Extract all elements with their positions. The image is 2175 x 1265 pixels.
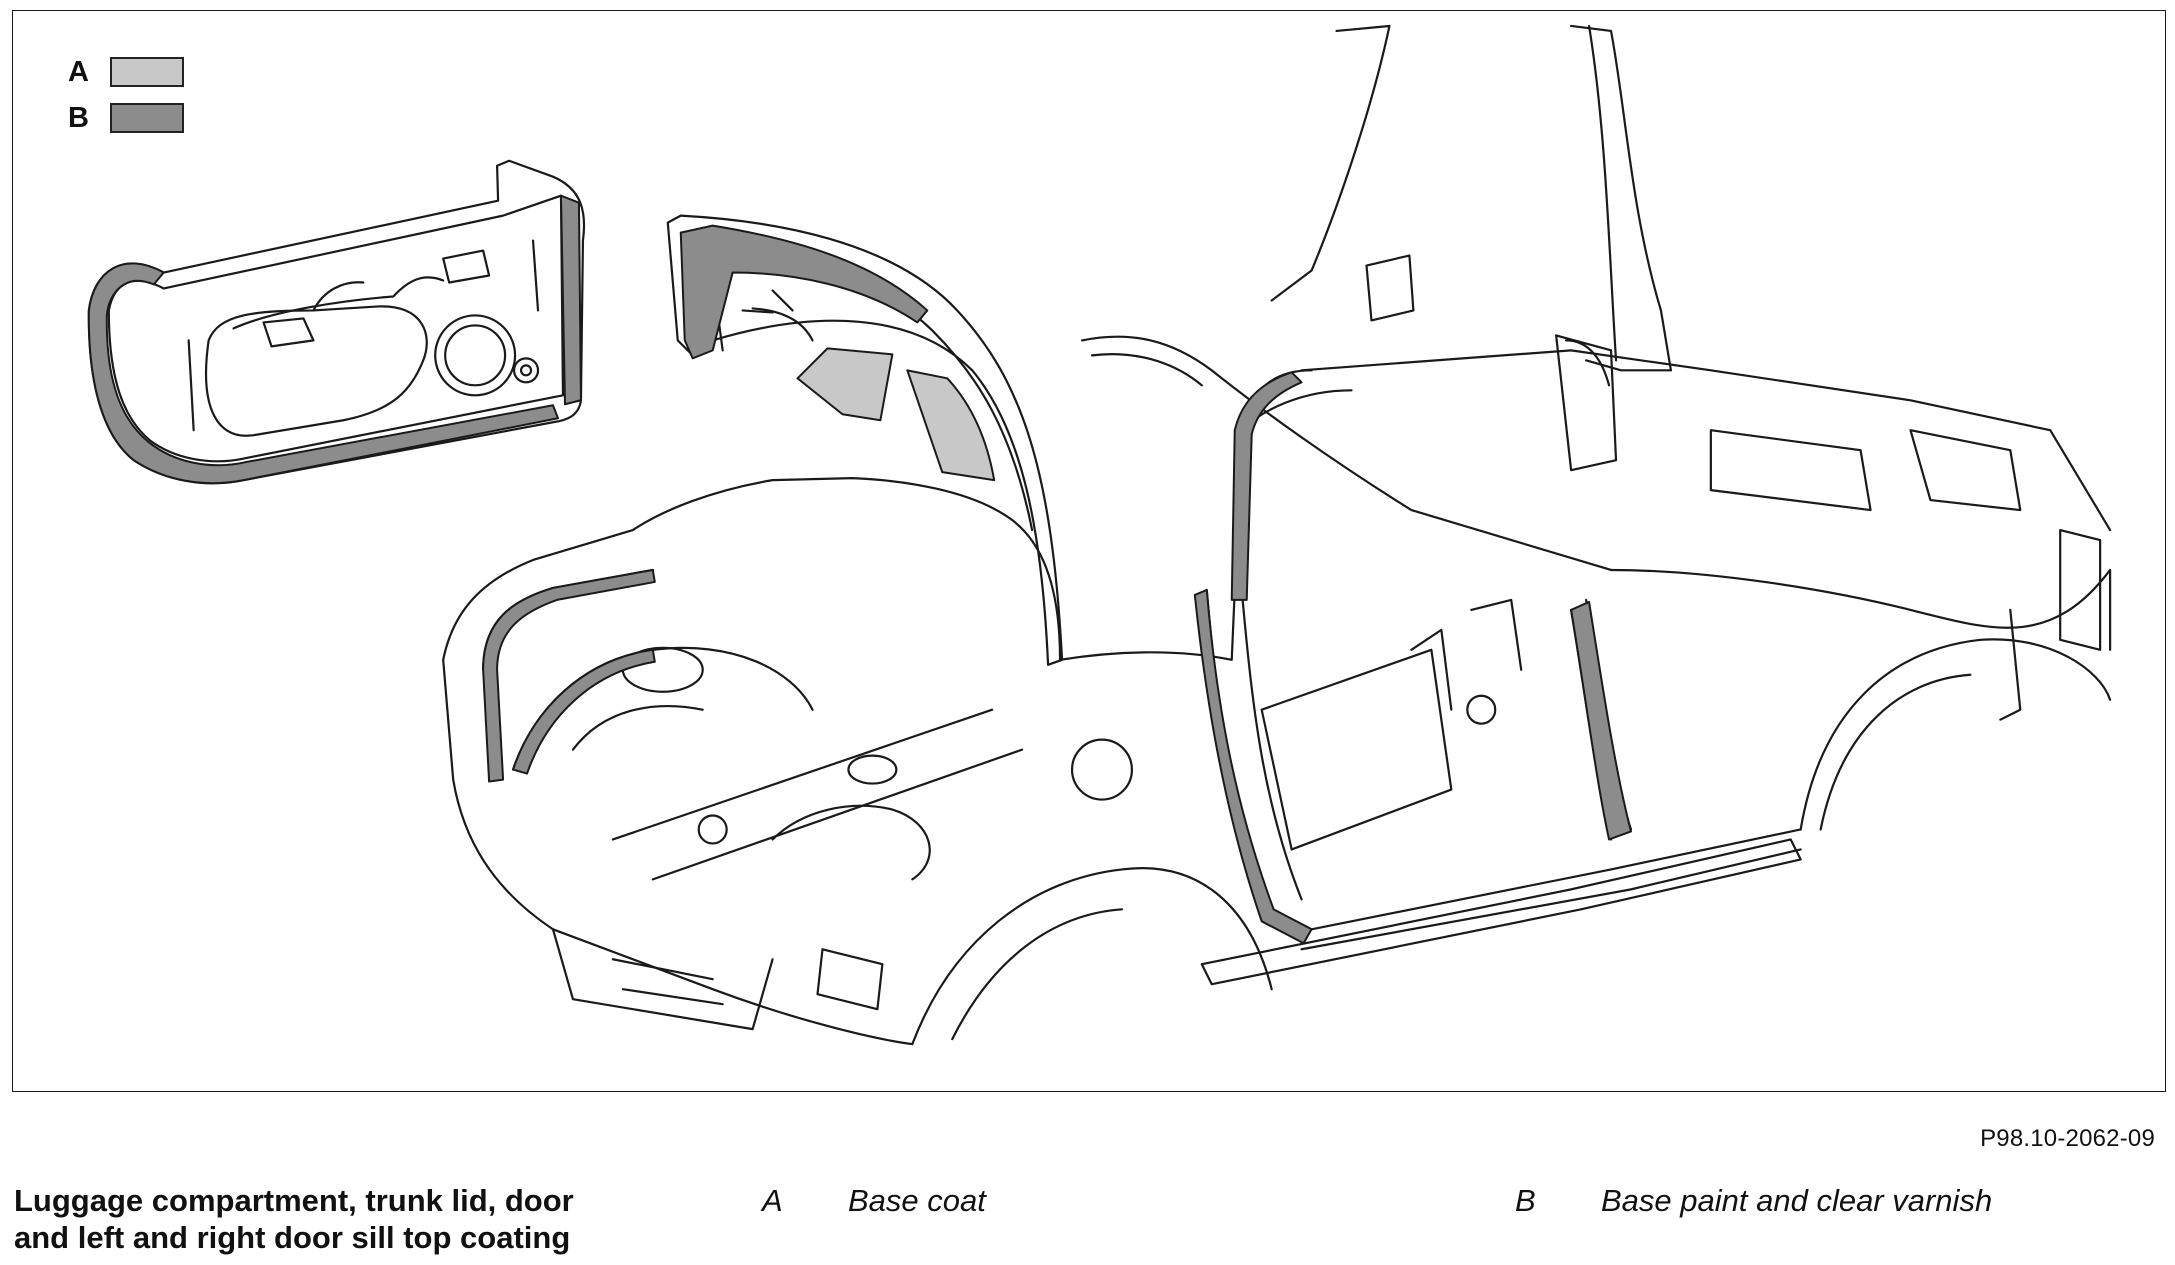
legend-swatch-b	[110, 103, 184, 133]
key-text: Base coat	[848, 1183, 986, 1218]
legend-swatch-a	[110, 57, 184, 87]
c-pillar-coating	[1230, 371, 1303, 601]
figure-id: P98.10-2062-09	[1980, 1125, 2155, 1152]
legend: A B	[68, 49, 184, 141]
caption-title: Luggage compartment, trunk lid, door and…	[14, 1183, 574, 1255]
figure-frame: A B	[12, 10, 2166, 1092]
legend-letter: B	[68, 101, 89, 134]
door-panel	[87, 159, 586, 485]
trunk-lid-coating-b	[679, 224, 929, 360]
trunk-lid-coating-a-right	[906, 369, 996, 482]
door-sill-coating-left	[1193, 588, 1313, 945]
trunk-lid-coating-a-left	[796, 347, 894, 422]
hood	[1270, 24, 1673, 472]
key-letter: B	[1515, 1183, 1536, 1218]
legend-item-a: A	[68, 49, 184, 95]
door-sill-coating-right	[1570, 600, 1632, 841]
luggage-floor-edge-coating	[512, 648, 656, 775]
legend-item-b: B	[68, 95, 184, 141]
key-letter: A	[762, 1183, 783, 1218]
trunk-opening-edge-coating	[482, 568, 656, 783]
body-shell	[442, 335, 2112, 1046]
door-edge-coating-b	[87, 262, 559, 485]
legend-letter: A	[68, 55, 89, 88]
key-text: Base paint and clear varnish	[1601, 1183, 1993, 1218]
car-body-drawing	[87, 24, 2112, 1046]
